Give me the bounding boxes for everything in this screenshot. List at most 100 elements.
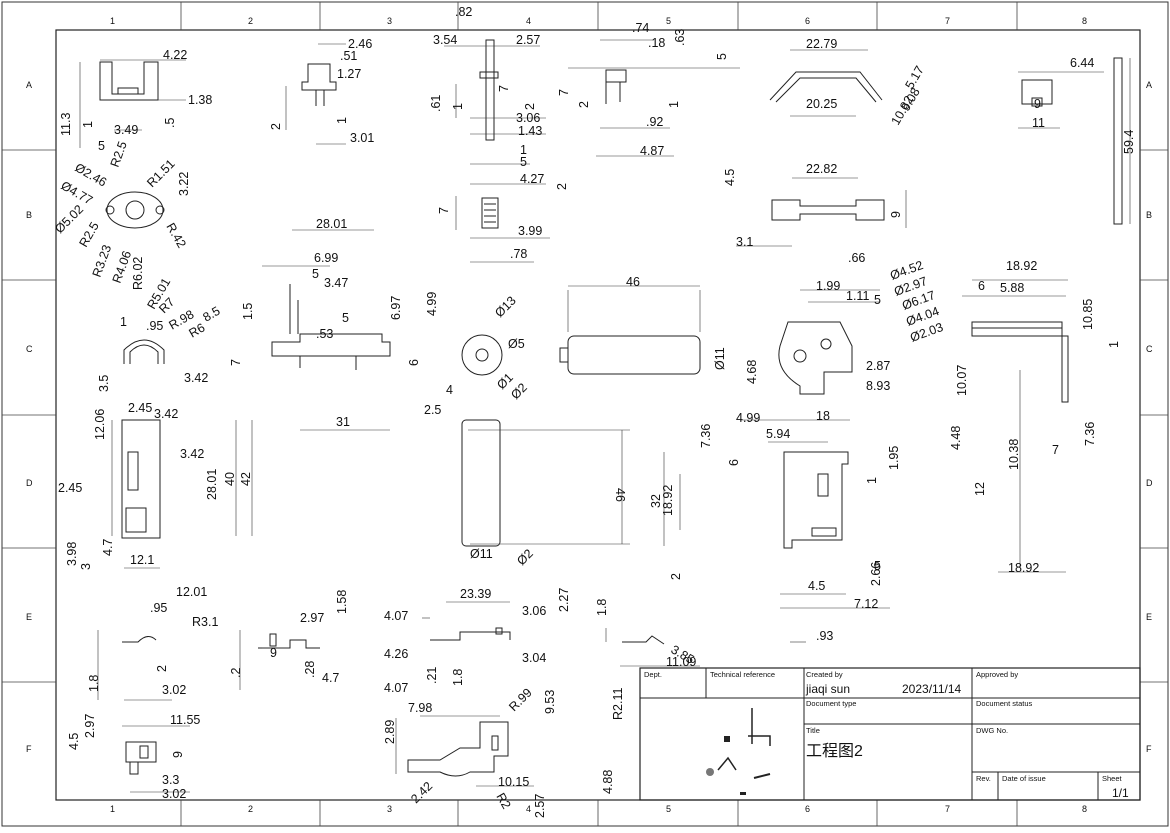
dim-label: 2.46 [348, 37, 372, 51]
dim-label: 7 [229, 359, 243, 366]
dim-label: 4.22 [163, 48, 187, 62]
dim-label: 2.66 [869, 562, 883, 586]
dim-label: 18.92 [1006, 259, 1037, 273]
dim-label: 1.38 [188, 93, 212, 107]
part-view-d1 [111, 419, 253, 569]
part-view-a1 [79, 59, 186, 148]
dim-label: 3 [79, 563, 93, 570]
dim-label: .95 [146, 319, 163, 333]
part-view-c7 [962, 279, 1069, 573]
dim-label: 7 [1052, 443, 1059, 457]
part-view-a6 [769, 49, 883, 117]
dim-label: 1.58 [335, 590, 349, 614]
dim-label: 4.7 [322, 671, 339, 685]
part-view-a2 [285, 43, 346, 145]
inner-frame [55, 29, 1141, 801]
dim-label: R6 [187, 320, 208, 340]
dim-label: 22.82 [806, 162, 837, 176]
document-type-label: Document type [806, 699, 856, 708]
dim-label: R3.23 [90, 243, 115, 279]
dim-label: 7 [557, 89, 571, 96]
row-label: C [26, 344, 33, 354]
dim-label: 7.36 [699, 424, 713, 448]
dim-label: R2.11 [611, 688, 625, 720]
part-view-d6 [663, 419, 890, 643]
col-label: 5 [666, 804, 671, 814]
dim-label: 2.45 [58, 481, 82, 495]
dim-label: 59.4 [1122, 130, 1136, 154]
dim-label: 10.07 [955, 365, 969, 396]
dim-label: 12.06 [93, 409, 107, 440]
row-label: B [26, 210, 32, 220]
dim-label: 2.97 [300, 611, 324, 625]
title-block-text: Dept. Technical reference Created by jia… [644, 670, 1129, 800]
dim-label: 46 [626, 275, 640, 289]
dim-label: .21 [425, 667, 439, 684]
dim-label: 3.5 [97, 375, 111, 392]
dim-label: .28 [303, 661, 317, 678]
dim-label: 3.54 [433, 33, 457, 47]
dim-label: 1.95 [887, 446, 901, 470]
part-view-a8 [1018, 57, 1131, 225]
dim-label: 6.97 [389, 296, 403, 320]
dim-label: 1.8 [595, 599, 609, 616]
dim-label: 7.98 [408, 701, 432, 715]
dim-label: 12.01 [176, 585, 207, 599]
dim-label: 4.48 [949, 426, 963, 450]
rev-label: Rev. [976, 774, 991, 783]
dim-label: 5 [874, 559, 881, 573]
dim-label: R2.5 [108, 139, 130, 169]
dim-label: 18 [816, 409, 830, 423]
dim-label: 2.45 [128, 401, 152, 415]
dim-label: 1 [667, 101, 681, 108]
dim-label: 3.47 [324, 276, 348, 290]
dim-label: 2 [555, 183, 569, 190]
dim-label: .66 [848, 251, 865, 265]
part-view-d3 [461, 419, 630, 547]
dim-label: .74 [632, 21, 649, 35]
dim-label: 6.44 [1070, 56, 1094, 70]
dim-label: 3.49 [114, 123, 138, 137]
dim-label: .93 [816, 629, 833, 643]
dim-label: 6 [978, 279, 985, 293]
part-view-f1 [122, 725, 190, 793]
part-view-b3 [455, 196, 550, 263]
dim-label: 9.53 [543, 690, 557, 714]
dim-label: 3.42 [184, 371, 208, 385]
dim-label: 1.27 [337, 67, 361, 81]
dim-label: 5.88 [1000, 281, 1024, 295]
dim-label: 22.79 [806, 37, 837, 51]
dim-label: 2 [523, 103, 537, 110]
dim-label: 5 [98, 139, 105, 153]
dim-label: 7.12 [854, 597, 878, 611]
dim-label: 9 [1034, 97, 1041, 111]
dim-label: 8.93 [866, 379, 890, 393]
dim-label: 10.15 [498, 775, 529, 789]
col-label: 7 [945, 804, 950, 814]
dim-label: 10.85 [1081, 299, 1095, 330]
sheet-label: Sheet [1102, 774, 1123, 783]
row-label: D [26, 478, 33, 488]
assembly-thumbnail [706, 708, 771, 795]
row-label: F [26, 744, 32, 754]
zone-labels: 1 2 3 4 5 6 7 8 1 2 3 4 5 6 7 8 A B C D … [26, 16, 1153, 814]
part-view-c2 [262, 229, 391, 431]
dim-label: 2 [269, 123, 283, 130]
dim-label: 6 [727, 459, 741, 466]
dim-label: 5 [312, 267, 319, 281]
col-label: 7 [945, 16, 950, 26]
dim-label: 4 [446, 383, 453, 397]
dim-label: 1 [865, 477, 879, 484]
dim-label: 1 [120, 315, 127, 329]
dim-label: 1.11 [846, 289, 869, 303]
dim-label: 4.88 [601, 770, 615, 794]
col-label: 4 [526, 16, 531, 26]
dim-label: 3.3 [162, 773, 179, 787]
part-view-a4 [568, 39, 740, 157]
dim-label: 11 [1032, 116, 1045, 130]
dim-label: 3.01 [350, 131, 374, 145]
dim-label: Ø13 [492, 293, 519, 320]
sheet-value: 1/1 [1112, 786, 1129, 800]
part-view-c6 [778, 289, 880, 395]
